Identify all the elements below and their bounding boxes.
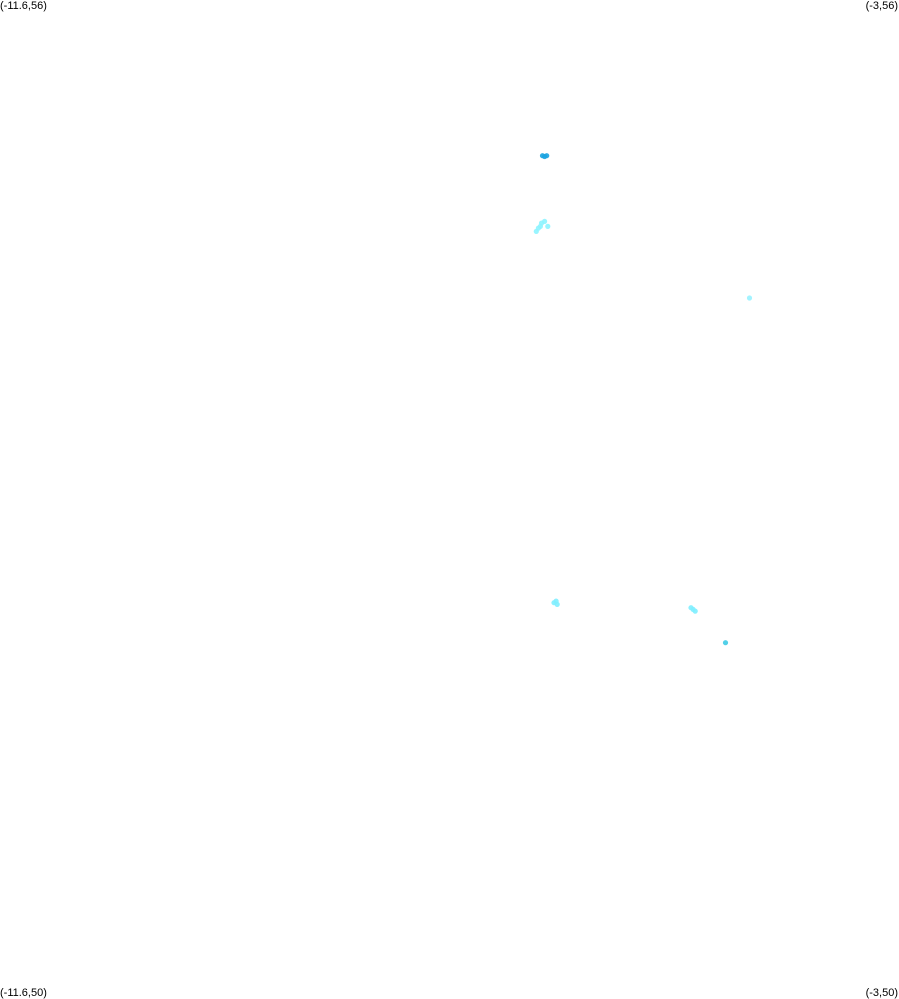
point-cluster [533,218,551,234]
data-point [688,605,694,611]
data-point [545,223,551,229]
point-cluster [722,640,729,646]
data-point [722,640,729,646]
data-point [692,608,698,614]
data-point [537,223,544,229]
corner-label-bottom-right: (-3,50) [865,987,898,999]
corner-label-top-left: (-11.6,56) [0,0,47,12]
data-point [746,295,753,301]
point-cluster [539,153,550,160]
data-point [539,153,546,159]
point-cluster [746,295,753,301]
data-point [554,601,560,608]
data-point [544,153,550,159]
corner-label-top-right: (-3,56) [865,0,898,12]
corner-label-bottom-left: (-11.6,50) [0,987,47,999]
point-cluster [551,598,560,608]
point-cluster [688,605,698,614]
data-point [533,228,539,234]
data-point [542,218,548,224]
